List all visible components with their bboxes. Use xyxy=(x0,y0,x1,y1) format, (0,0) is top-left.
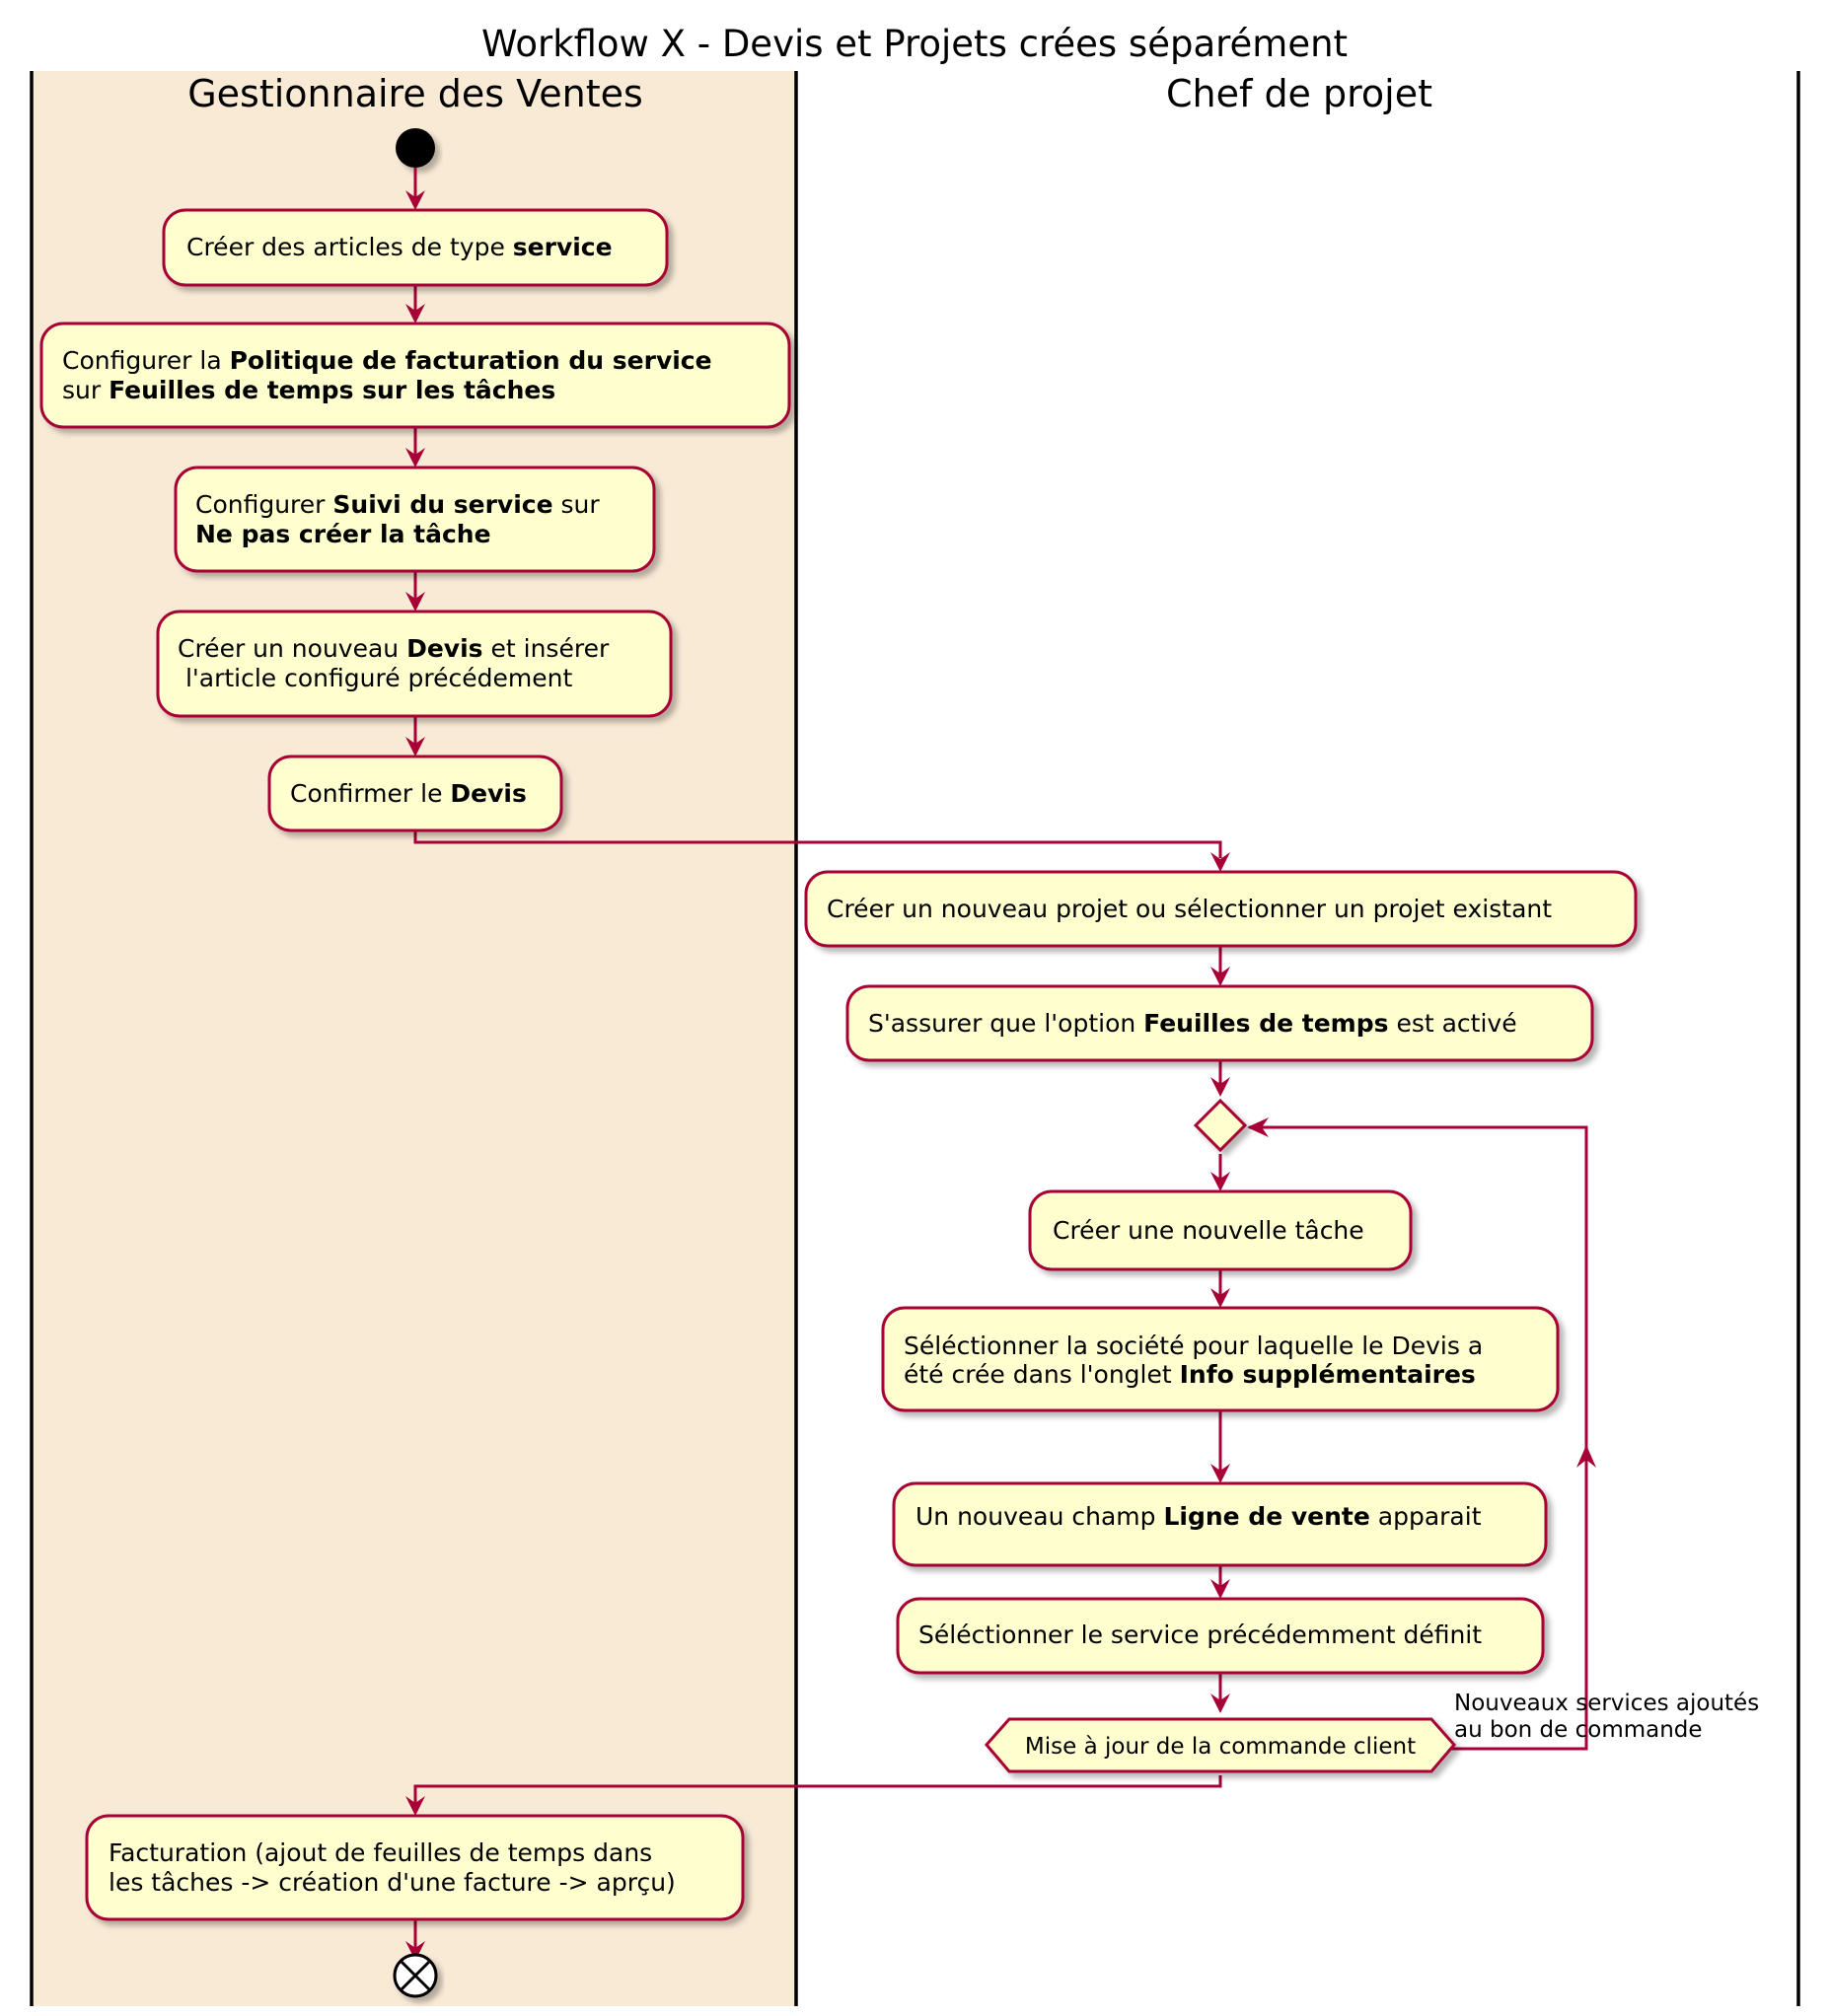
node-text-segment: Créer un nouveau projet ou sélectionner … xyxy=(827,895,1552,923)
node-text-segment: Configurer la xyxy=(62,346,230,375)
node-text: sur Feuilles de temps sur les tâches xyxy=(62,376,555,404)
activity-configure-service-tracking: Configurer Suivi du service sur Ne pas c… xyxy=(174,466,656,573)
node-text-bold-segment: Suivi du service xyxy=(332,490,552,519)
node-text-bold-segment: Devis xyxy=(450,779,526,808)
node-text: Configurer Suivi du service sur xyxy=(195,490,600,519)
activity-configure-invoicing-policy: Configurer la Politique de facturation d… xyxy=(39,322,791,429)
node-text-bold-segment: service xyxy=(513,233,613,261)
node-text-segment: S'assurer que l'option xyxy=(868,1009,1143,1038)
start-node xyxy=(396,128,435,168)
node-text-bold-segment: Devis xyxy=(406,634,482,663)
node-text-segment: Créer une nouvelle tâche xyxy=(1053,1216,1364,1245)
node-text-bold-segment: Info supplémentaires xyxy=(1180,1360,1476,1389)
loop-condition-hexagon: Mise à jour de la commande client xyxy=(985,1717,1456,1773)
node-text-segment: est activé xyxy=(1389,1009,1517,1038)
node-text-bold-segment: Feuilles de temps xyxy=(1143,1009,1388,1038)
node-text-segment: les tâches -> création d'une facture -> … xyxy=(109,1868,676,1897)
node-text-bold-segment: Ne pas créer la tâche xyxy=(195,520,491,548)
node-text: Facturation (ajout de feuilles de temps … xyxy=(109,1838,652,1867)
activity-create-service-articles: Créer des articles de type service xyxy=(162,208,669,287)
diagram-title: Workflow X - Devis et Projets crées sépa… xyxy=(481,23,1348,65)
lane-title-sales: Gestionnaire des Ventes xyxy=(187,72,643,115)
lane-title-project: Chef de projet xyxy=(1166,72,1432,115)
node-text-segment: Confirmer le xyxy=(290,779,450,808)
node-text-segment: apparait xyxy=(1370,1502,1482,1531)
node-text: S'assurer que l'option Feuilles de temps… xyxy=(868,1009,1517,1038)
node-text: Créer un nouveau projet ou sélectionner … xyxy=(827,895,1552,923)
node-text-segment: Séléctionner la société pour laquelle le… xyxy=(904,1332,1483,1360)
activity-select-company: Séléctionner la société pour laquelle le… xyxy=(881,1306,1560,1412)
node-text: les tâches -> création d'une facture -> … xyxy=(109,1868,676,1897)
activity-enable-timesheets: S'assurer que l'option Feuilles de temps… xyxy=(845,984,1594,1062)
node-text: Créer des articles de type service xyxy=(186,233,613,261)
node-text-segment: sur xyxy=(553,490,601,519)
arrowheads xyxy=(405,190,1596,1961)
node-text-segment: Configurer xyxy=(195,490,332,519)
node-text: Créer un nouveau Devis et insérer xyxy=(178,634,610,663)
activity-create-or-select-project: Créer un nouveau projet ou sélectionner … xyxy=(804,870,1638,948)
node-text-segment: sur xyxy=(62,376,109,404)
node-text-segment: Facturation (ajout de feuilles de temps … xyxy=(109,1838,652,1867)
loop-start-diamond xyxy=(1193,1098,1248,1153)
node-text: Créer une nouvelle tâche xyxy=(1053,1216,1364,1245)
node-text-segment: Créer des articles de type xyxy=(186,233,513,261)
node-text-bold-segment: Feuilles de temps sur les tâches xyxy=(109,376,555,404)
activity-invoicing: Facturation (ajout de feuilles de temps … xyxy=(85,1814,745,1921)
node-text-segment: été crée dans l'onglet xyxy=(904,1360,1180,1389)
end-node xyxy=(393,1953,438,1998)
loop-label-line-2: au bon de commande xyxy=(1454,1717,1703,1743)
activity-create-task: Créer une nouvelle tâche xyxy=(1028,1189,1413,1271)
node-text: été crée dans l'onglet Info supplémentai… xyxy=(904,1360,1476,1389)
node-text-segment: Créer un nouveau xyxy=(178,634,406,663)
activity-confirm-quote: Confirmer le Devis xyxy=(267,755,563,832)
node-text-segment: l'article configuré précédement xyxy=(178,664,572,692)
node-text-segment: Un nouveau champ xyxy=(915,1502,1163,1531)
node-text-bold-segment: Politique de facturation du service xyxy=(230,346,712,375)
node-text-segment: et insérer xyxy=(483,634,610,663)
activity-sale-line-field: Un nouveau champ Ligne de vente apparait xyxy=(892,1481,1548,1567)
node-text: Configurer la Politique de facturation d… xyxy=(62,346,712,375)
activity-create-quote: Créer un nouveau Devis et insérer l'arti… xyxy=(156,610,673,718)
node-text-bold-segment: Ligne de vente xyxy=(1163,1502,1369,1531)
loop-label-line-1: Nouveaux services ajoutés xyxy=(1454,1691,1759,1716)
loop-condition-text: Mise à jour de la commande client xyxy=(1025,1734,1416,1760)
node-text: Ne pas créer la tâche xyxy=(195,520,491,548)
node-text: Séléctionner la société pour laquelle le… xyxy=(904,1332,1483,1360)
node-text-segment: Séléctionner le service précédemment déf… xyxy=(918,1620,1482,1649)
activity-select-service: Séléctionner le service précédemment déf… xyxy=(896,1597,1545,1675)
node-text: Confirmer le Devis xyxy=(290,779,527,808)
node-text: l'article configuré précédement xyxy=(178,664,572,692)
node-text: Séléctionner le service précédemment déf… xyxy=(918,1620,1482,1649)
node-text: Un nouveau champ Ligne de vente apparait xyxy=(915,1502,1482,1531)
